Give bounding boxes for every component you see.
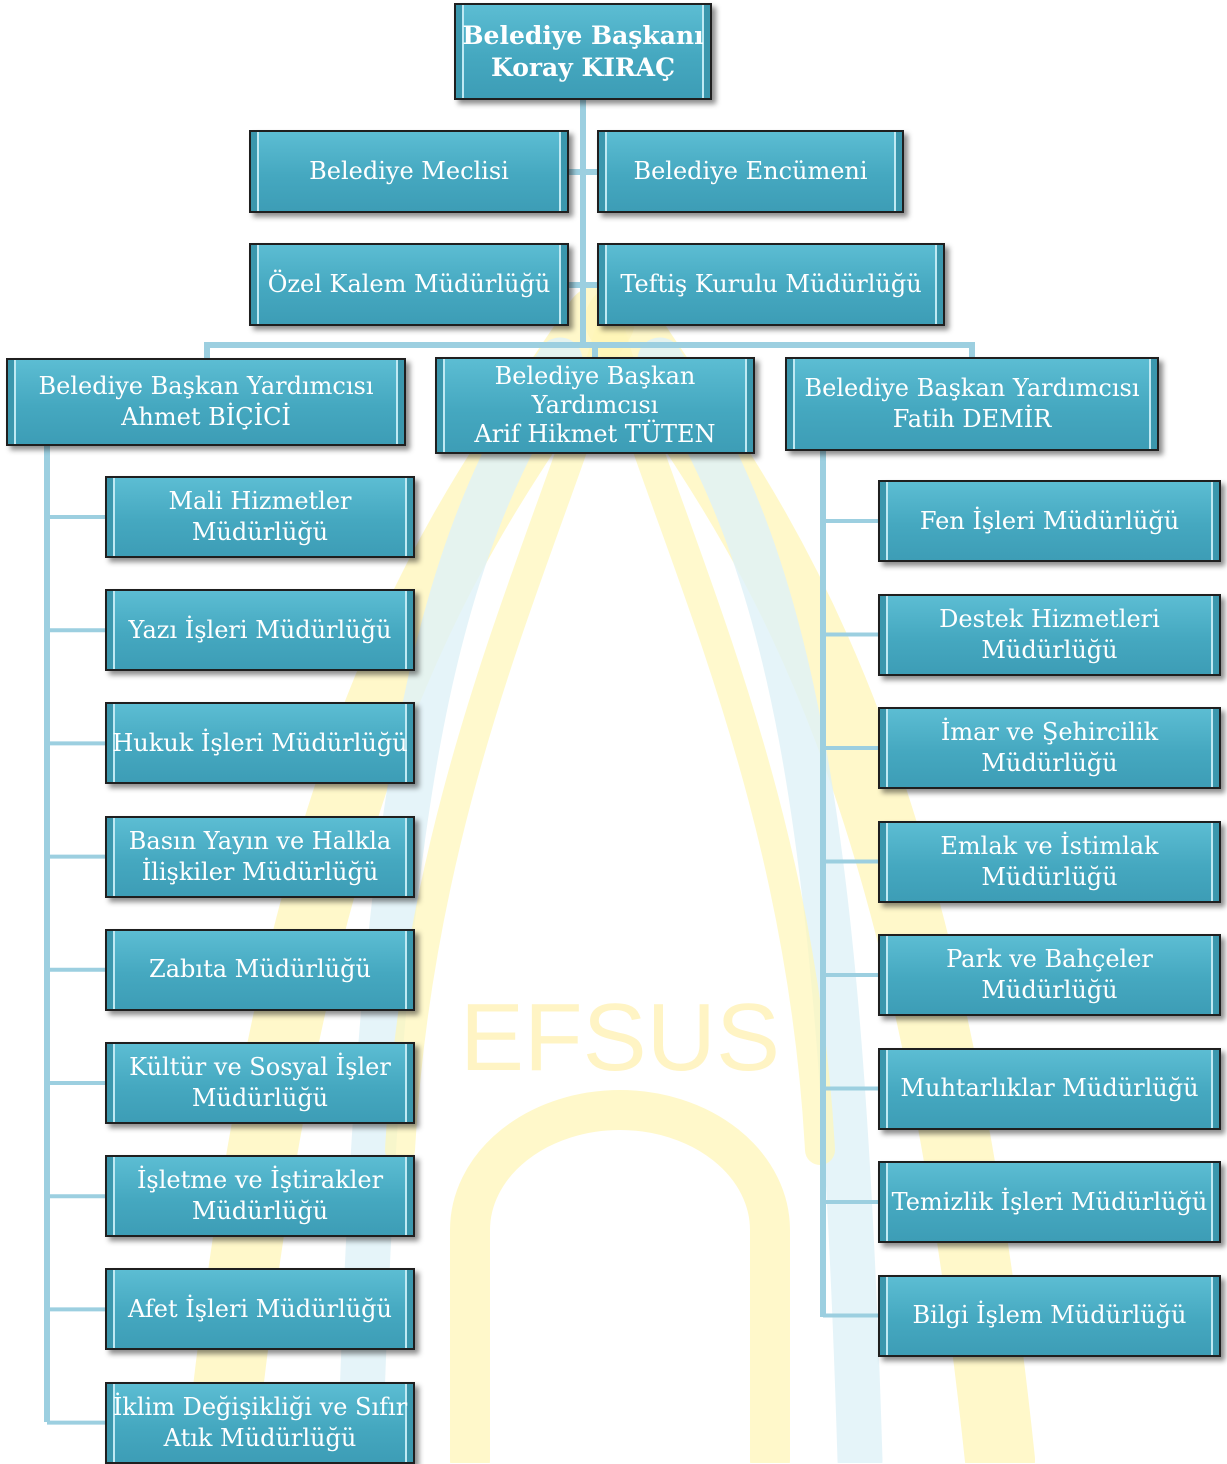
directorate-box: Basın Yayın ve Halkla İlişkiler Müdürlüğ… [105, 815, 415, 898]
mayor-box: Belediye Başkanı Koray KIRAÇ [454, 3, 712, 100]
directorate-label: Mali Hizmetler Müdürlüğü [168, 487, 352, 546]
committee-label: Belediye Encümeni [633, 157, 868, 186]
directorate-box: Emlak ve İstimlak Müdürlüğü [878, 820, 1221, 903]
private-office-label: Özel Kalem Müdürlüğü [267, 270, 551, 299]
directorate-label: Park ve Bahçeler Müdürlüğü [946, 945, 1153, 1004]
directorate-box: Hukuk İşleri Müdürlüğü [105, 702, 415, 785]
deputy-name: Fatih DEMİR [892, 405, 1052, 433]
directorate-box: Afet İşleri Müdürlüğü [105, 1268, 415, 1351]
directorate-label: İklim Değişikliği ve Sıfır Atık Müdürlüğ… [112, 1392, 408, 1452]
deputy-box-center: Belediye Başkan Yardımcısı Arif Hikmet T… [435, 357, 755, 454]
deputy-title: Belediye Başkan Yardımcısı [804, 374, 1140, 403]
directorate-label: Yazı İşleri Müdürlüğü [128, 615, 392, 644]
directorate-label: Muhtarlıklar Müdürlüğü [900, 1074, 1199, 1103]
directorate-label: Bilgi İşlem Müdürlüğü [912, 1301, 1187, 1330]
directorate-label: Emlak ve İstimlak Müdürlüğü [940, 831, 1159, 891]
directorate-box: Kültür ve Sosyal İşler Müdürlüğü [105, 1042, 415, 1124]
watermark-text: EFSUS [460, 984, 780, 1091]
mayor-title: Belediye Başkanı [462, 20, 704, 50]
deputy-title: Belediye Başkan Yardımcısı [494, 361, 696, 419]
deputy-name: Arif Hikmet TÜTEN [474, 420, 716, 449]
deputy-title: Belediye Başkan Yardımcısı [38, 372, 374, 401]
council-label: Belediye Meclisi [309, 157, 509, 186]
deputy-name: Ahmet BİÇİCİ [121, 403, 291, 431]
directorate-label: Hukuk İşleri Müdürlüğü [112, 729, 408, 758]
private-office-box: Özel Kalem Müdürlüğü [249, 243, 569, 326]
directorate-label: Kültür ve Sosyal İşler Müdürlüğü [129, 1053, 391, 1112]
directorate-label: İmar ve Şehircilik Müdürlüğü [940, 718, 1159, 777]
directorate-box: Fen İşleri Müdürlüğü [878, 480, 1221, 562]
directorate-label: Destek Hizmetleri Müdürlüğü [939, 604, 1160, 664]
directorate-box: Mali Hizmetler Müdürlüğü [105, 476, 415, 558]
inspection-board-box: Teftiş Kurulu Müdürlüğü [597, 243, 945, 326]
directorate-label: Afet İşleri Müdürlüğü [128, 1295, 392, 1324]
directorate-box: Yazı İşleri Müdürlüğü [105, 589, 415, 672]
committee-box: Belediye Encümeni [597, 130, 904, 213]
directorate-box: Muhtarlıklar Müdürlüğü [878, 1047, 1221, 1130]
directorate-box: Park ve Bahçeler Müdürlüğü [878, 934, 1221, 1016]
directorate-label: Zabıta Müdürlüğü [149, 955, 371, 984]
inspection-board-label: Teftiş Kurulu Müdürlüğü [620, 270, 922, 299]
directorate-label: Temizlik İşleri Müdürlüğü [891, 1187, 1208, 1216]
directorate-label: Basın Yayın ve Halkla İlişkiler Müdürlüğ… [128, 826, 392, 886]
deputy-box-left: Belediye Başkan Yardımcısı Ahmet BİÇİCİ [6, 358, 406, 446]
directorate-box: İklim Değişikliği ve Sıfır Atık Müdürlüğ… [105, 1381, 415, 1464]
directorate-label: İşletme ve İştirakler Müdürlüğü [136, 1166, 384, 1226]
directorate-box: Zabıta Müdürlüğü [105, 928, 415, 1011]
mayor-name: Koray KIRAÇ [491, 52, 675, 82]
directorate-label: Fen İşleri Müdürlüğü [919, 506, 1180, 535]
directorate-box: İmar ve Şehircilik Müdürlüğü [878, 707, 1221, 789]
directorate-box: İşletme ve İştirakler Müdürlüğü [105, 1155, 415, 1238]
deputy-box-right: Belediye Başkan Yardımcısı Fatih DEMİR [785, 357, 1159, 451]
directorate-box: Temizlik İşleri Müdürlüğü [878, 1161, 1221, 1243]
directorate-box: Destek Hizmetleri Müdürlüğü [878, 593, 1221, 676]
directorate-box: Bilgi İşlem Müdürlüğü [878, 1274, 1221, 1357]
council-box: Belediye Meclisi [249, 130, 569, 213]
